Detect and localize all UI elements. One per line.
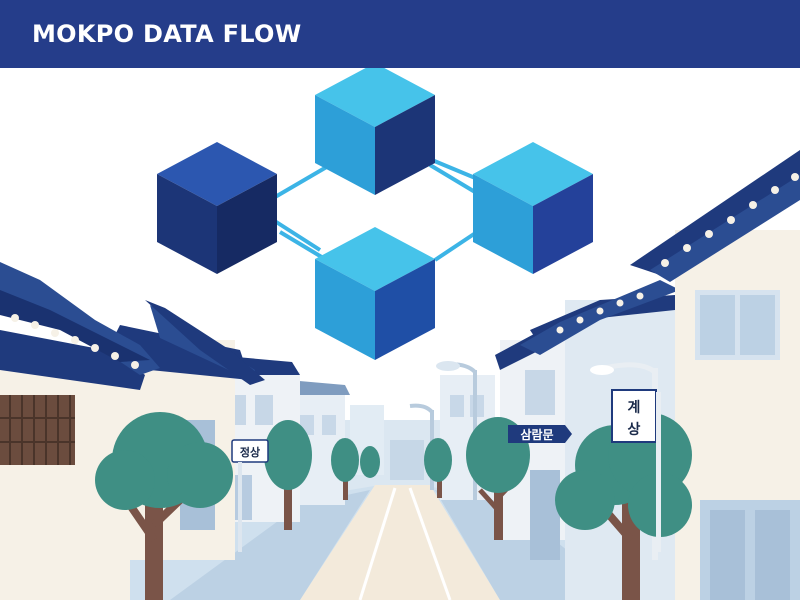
- page-title: MOKPO DATA FLOW: [32, 20, 302, 48]
- house-roof-right: [630, 150, 800, 275]
- sign-right: 계 상: [611, 389, 661, 552]
- lamp-head: [436, 361, 460, 371]
- sign-left: 정상: [231, 439, 269, 552]
- wooden-window: [0, 395, 75, 465]
- sign-center: 삼람문: [508, 425, 572, 443]
- lamp-head: [590, 365, 614, 375]
- road: [300, 485, 500, 600]
- trees: [95, 412, 692, 600]
- data-cube-right: [473, 142, 593, 274]
- scene-illustration: 정상 삼람문 계 상: [0, 68, 800, 600]
- data-cube-bottom: [315, 227, 435, 360]
- title-banner: MOKPO DATA FLOW: [0, 0, 800, 68]
- right-buildings: [440, 150, 800, 600]
- data-cube-network: [157, 68, 593, 360]
- data-cube-top: [315, 68, 435, 195]
- sign-right-line1: 계: [628, 400, 641, 416]
- sign-center-label: 삼람문: [520, 427, 553, 442]
- data-cube-left: [157, 142, 277, 274]
- hanok-roof-left: [0, 330, 145, 390]
- sign-right-line2: 상: [628, 422, 641, 438]
- sign-left-label: 정상: [240, 445, 260, 459]
